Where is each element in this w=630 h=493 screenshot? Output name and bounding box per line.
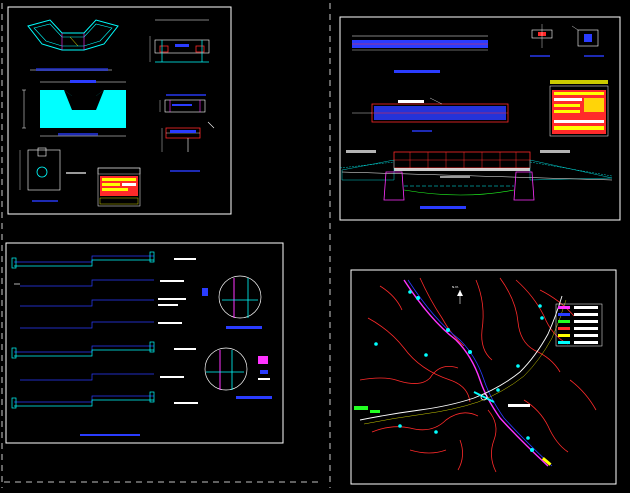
cut-detail-view — [19, 147, 86, 202]
road-alignment — [403, 279, 553, 467]
river-alignment — [354, 295, 567, 425]
title-block-sheet-1 — [97, 167, 141, 207]
sheet-rebar-details[interactable] — [5, 242, 284, 444]
north-arrow-label: N.M. — [452, 285, 459, 289]
rebar-detail-circle-2 — [204, 347, 272, 399]
longitudinal-elevation-view — [339, 150, 613, 209]
section-a-view — [530, 24, 553, 57]
railing-section-view — [161, 121, 215, 172]
sheet-border — [5, 242, 284, 444]
sheet-structure-details[interactable] — [7, 6, 232, 215]
sheet-bridge-elevation[interactable] — [339, 16, 621, 221]
deck-section-view — [159, 94, 206, 113]
sheet-border — [7, 6, 232, 215]
station-markers — [374, 290, 544, 440]
sheet-border — [350, 269, 617, 485]
deck-elevation-view — [352, 35, 488, 73]
sheet-location-map[interactable]: N.M. — [350, 269, 617, 485]
contour-lines — [359, 277, 597, 473]
bridge-plan-view — [352, 97, 509, 132]
map-legend — [555, 303, 603, 347]
rebar-detail-circle-1 — [202, 275, 262, 329]
section-b-view — [571, 25, 604, 57]
title-block-sheet-2 — [549, 80, 609, 137]
abutment-section-view — [149, 19, 210, 63]
rebar-schedule — [11, 251, 198, 436]
sheet-border — [339, 16, 621, 221]
wingwall-plan-view — [27, 19, 119, 71]
bridge-crossing-marker — [473, 391, 495, 403]
north-arrow: N.M. — [452, 285, 463, 304]
wingwall-elevation-view — [22, 80, 126, 137]
